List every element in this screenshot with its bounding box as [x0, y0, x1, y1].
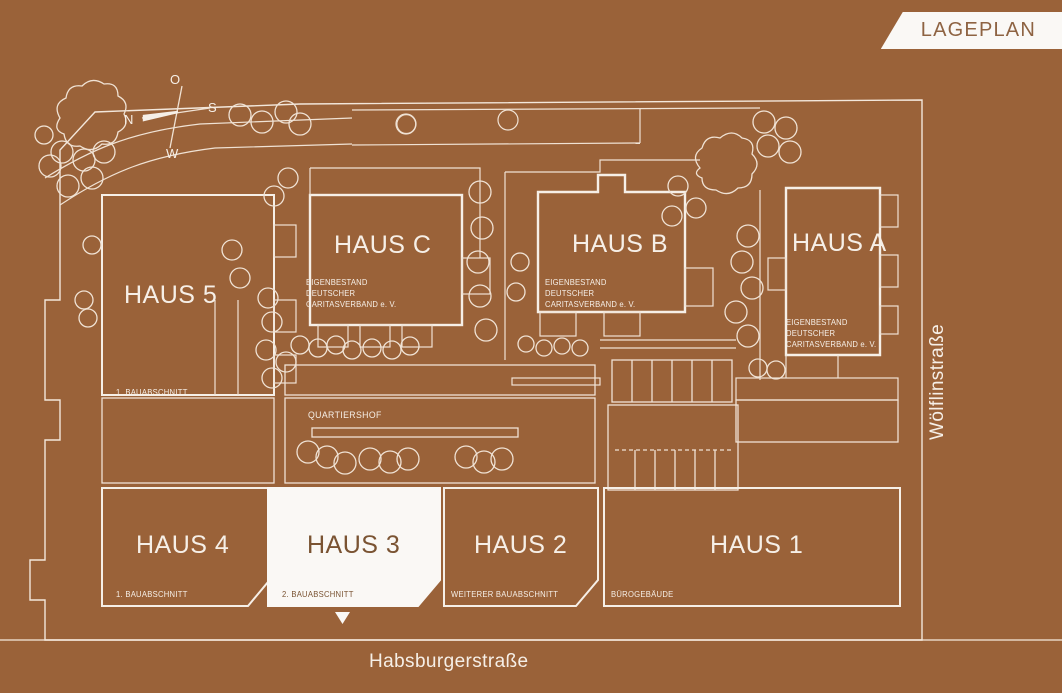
tree-cluster-northwest: [34, 79, 127, 328]
lageplan-ribbon: LAGEPLAN: [880, 12, 1062, 49]
compass-rose: O S N W: [120, 66, 230, 166]
walk-lines-center: [511, 339, 736, 386]
driveway-path: [44, 117, 353, 206]
selection-pointer-icon: [335, 612, 350, 624]
building-haus-c[interactable]: [308, 167, 491, 348]
building-haus-2[interactable]: [443, 487, 599, 607]
tree-row-haus-b-west: [466, 180, 589, 357]
building-haus-1[interactable]: [603, 487, 901, 607]
area-quartiershof: [284, 364, 596, 484]
parking-upper: [611, 359, 733, 403]
lageplan-ribbon-label: LAGEPLAN: [920, 19, 1036, 41]
building-haus-3[interactable]: [267, 487, 441, 607]
parking-lower: [607, 404, 739, 491]
compass-needle-icon: [141, 85, 211, 149]
walkway-trees: [395, 109, 519, 135]
building-haus-a[interactable]: [735, 186, 899, 443]
tree-cluster-northeast: [661, 110, 802, 380]
inner-courtyard-lines: [214, 300, 239, 395]
courtyard-trees: [296, 440, 514, 475]
tree-row-west-court: [221, 100, 420, 389]
site-boundary: [29, 99, 923, 641]
building-haus-5[interactable]: [101, 194, 297, 484]
north-walkway: [351, 107, 761, 146]
building-haus-4[interactable]: [101, 487, 269, 607]
building-haus-b[interactable]: [504, 159, 714, 360]
